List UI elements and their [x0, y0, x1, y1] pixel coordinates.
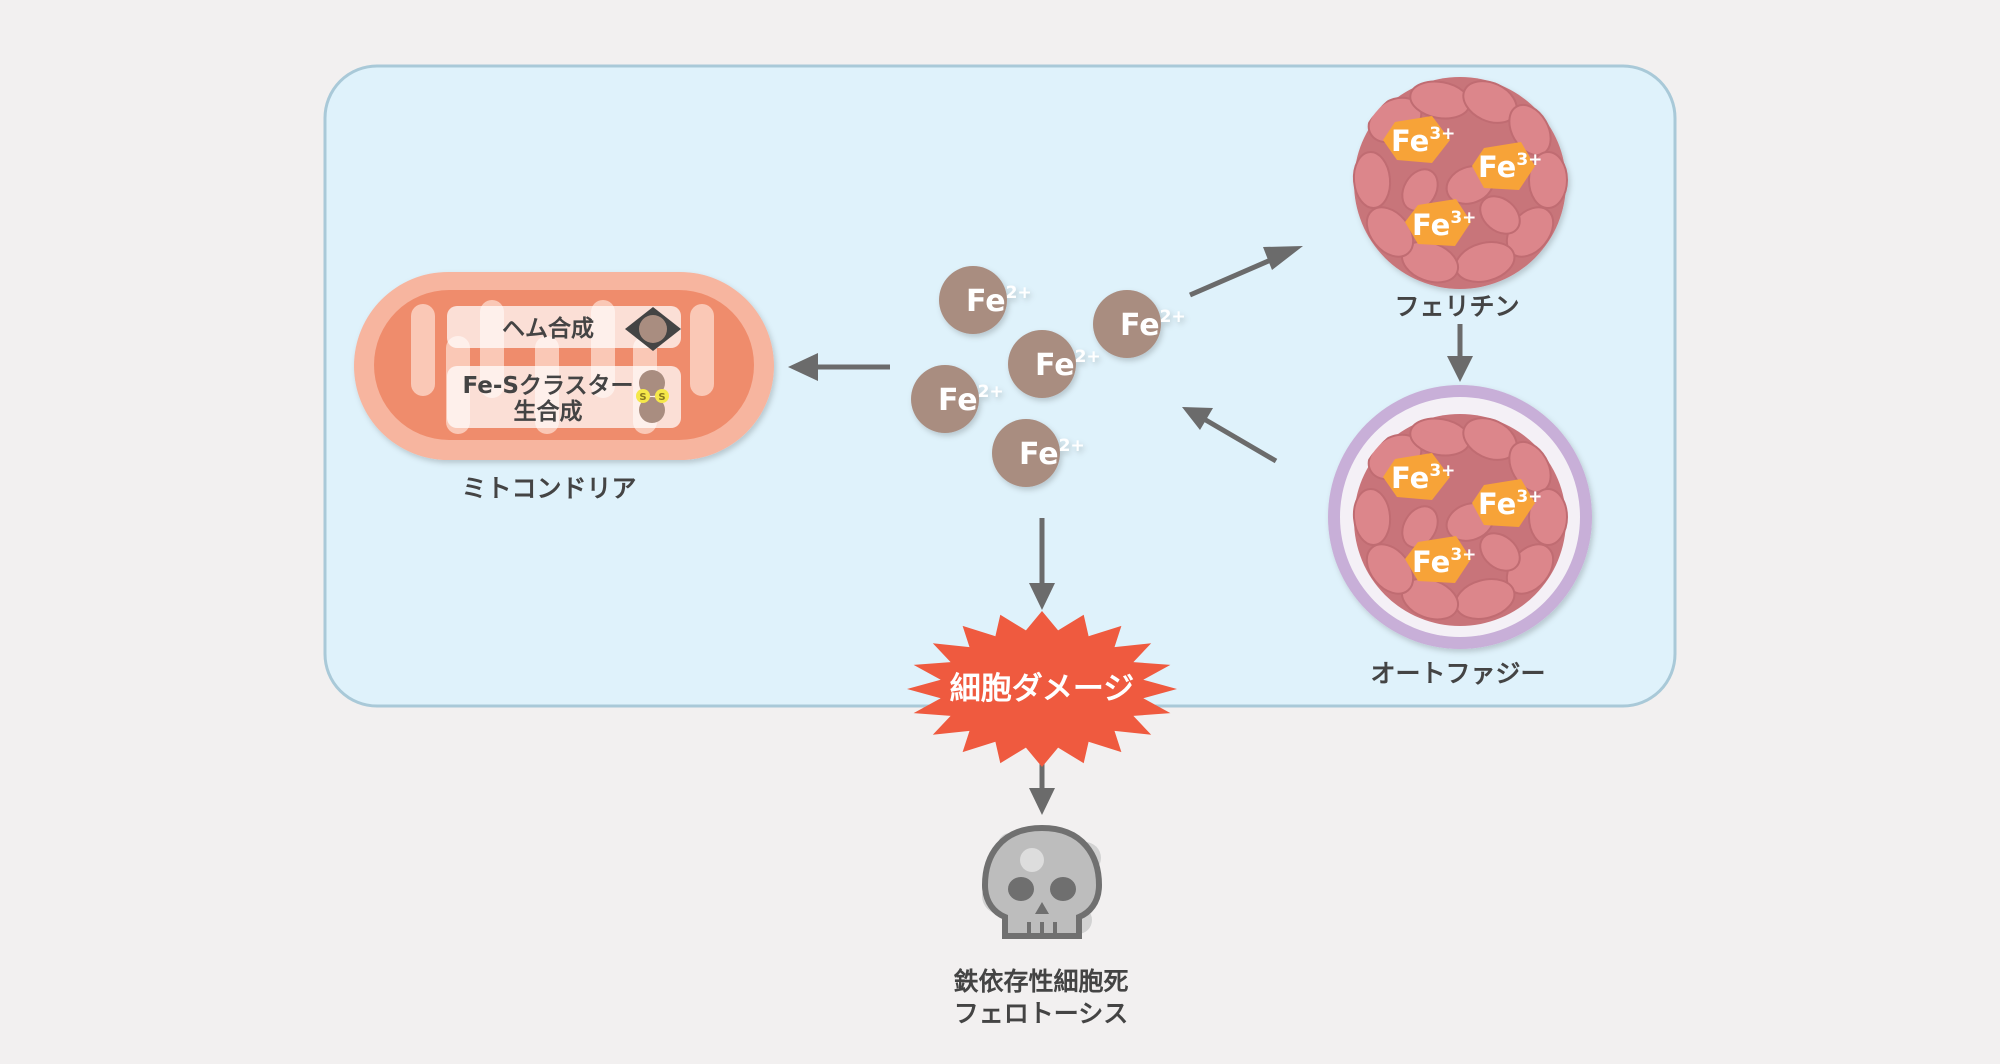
sulfur-symbol: S	[658, 392, 665, 403]
sulfur-symbol: S	[639, 392, 646, 403]
autophagy-label: オートファジー	[1370, 659, 1545, 688]
arrow-to-cell-damage	[1029, 518, 1055, 610]
fe2-ion: Fe2+	[939, 266, 1032, 334]
arrow-ferritin-to-autophagy	[1447, 324, 1473, 382]
ferroptosis-label-line1: 鉄依存性細胞死	[953, 967, 1128, 996]
heme-iron-dot	[639, 315, 667, 343]
mitochondria-crista	[411, 304, 435, 396]
ferric-iron-label: Fe3+	[1391, 124, 1455, 158]
arrow-to-ferroptosis	[1029, 760, 1055, 815]
fe2-ion: Fe2+	[911, 365, 1004, 433]
fe2-ion: Fe2+	[992, 419, 1085, 487]
ferric-iron-label: Fe3+	[1412, 545, 1476, 579]
ferric-iron-core	[1472, 479, 1535, 527]
svg-text:Fe2+: Fe2+	[1120, 307, 1186, 343]
arrow-autophagy-to-pool	[1182, 407, 1278, 464]
heme-synthesis-box	[447, 306, 681, 348]
arrow-to-mitochondria	[788, 353, 890, 381]
arrow-to-ferritin	[1189, 246, 1303, 298]
fes-cluster-label-line2: 生合成	[514, 398, 583, 425]
cell-damage-burst	[907, 611, 1177, 767]
ferric-iron-core	[1472, 142, 1535, 190]
ferric-iron-label: Fe3+	[1478, 150, 1542, 184]
cell-damage-label: 細胞ダメージ	[950, 671, 1134, 707]
mitochondria-label: ミトコンドリア	[461, 474, 636, 503]
fe2-ion: Fe2+	[1093, 290, 1186, 358]
skull-icon	[981, 824, 1103, 939]
ferric-iron-core	[1405, 199, 1471, 246]
ferric-iron-core	[1383, 453, 1450, 500]
svg-text:Fe2+: Fe2+	[1035, 347, 1101, 383]
ferric-iron-label: Fe3+	[1412, 208, 1476, 242]
fes-iron-dot	[639, 397, 665, 423]
mitochondria-crista	[690, 304, 714, 396]
ferric-iron-core	[1383, 116, 1450, 163]
svg-text:Fe2+: Fe2+	[966, 283, 1032, 319]
svg-text:Fe2+: Fe2+	[938, 382, 1004, 418]
heme-synthesis-label: ヘム合成	[502, 315, 594, 342]
fes-cluster-box	[447, 366, 681, 428]
sulfur-dot-icon	[636, 389, 650, 403]
fes-cluster-label-line1: Fe-Sクラスター	[462, 373, 633, 399]
svg-text:Fe2+: Fe2+	[1019, 436, 1085, 472]
ferric-iron-label: Fe3+	[1391, 461, 1455, 495]
ferric-iron-core	[1405, 536, 1471, 583]
ferritin-label: フェリチン	[1394, 292, 1519, 321]
sulfur-dot-icon	[655, 389, 669, 403]
ferroptosis-label-line2: フェロトーシス	[954, 999, 1129, 1028]
ferric-iron-label: Fe3+	[1478, 487, 1542, 521]
fe2-ion: Fe2+	[1008, 330, 1101, 398]
